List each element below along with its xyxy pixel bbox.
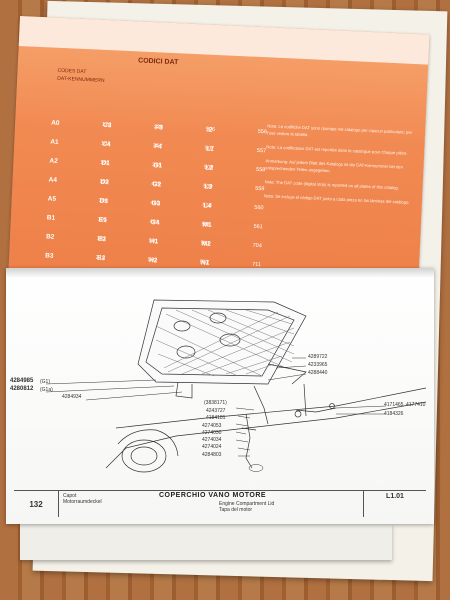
part-number: 4284934 <box>62 394 82 400</box>
part-number: (3838171) <box>204 400 227 406</box>
top-page-line-1: CODES DAT <box>57 67 87 76</box>
code-key: D1 <box>101 159 110 168</box>
section-names: COPERCHIO VANO MOTORE Capot Motorraumdec… <box>59 491 364 517</box>
code-key: F4 <box>154 143 162 151</box>
part-number: 4288440 <box>308 370 328 376</box>
note-en: Note: The DAT code (digital strip) is re… <box>264 179 400 191</box>
part-tag: (G1) <box>40 379 50 385</box>
code-value: 561 <box>253 223 263 231</box>
part-number: 4177410 <box>406 402 426 408</box>
part-number: 4184181 <box>206 415 226 421</box>
code-key: G4 <box>150 219 160 227</box>
code-key: M2 <box>201 240 212 248</box>
page-number: 132 <box>14 491 59 517</box>
code-key: L1 <box>205 145 214 153</box>
top-page-title: CODICI DAT <box>137 57 179 67</box>
part-number: 4274053 <box>202 423 222 429</box>
white-diagram-page: 4284985 (G1) 4280812 (G1a) 4284934 (3838… <box>6 268 434 524</box>
part-number: 4274024 <box>202 444 222 450</box>
part-number: 4243727 <box>206 408 226 414</box>
code-key: B3 <box>44 252 54 260</box>
code-key: L3 <box>204 183 213 191</box>
name-de: Motorraumdeckel <box>63 499 102 505</box>
catalog-lower-edge <box>20 524 392 560</box>
part-number: 4171465 <box>384 402 404 408</box>
part-number: 4274030 <box>202 430 222 436</box>
code-key: F3 <box>154 124 163 132</box>
note-it: Nota: Le codifiche DAT sono riportate ne… <box>266 123 413 138</box>
multilingual-notes: Nota: Le codifiche DAT sono riportate ne… <box>264 122 418 213</box>
code-key: L4 <box>203 202 212 210</box>
note-es: Nota: Se incluye el código DAT junto a c… <box>263 193 410 205</box>
part-number: 4184326 <box>384 411 404 417</box>
name-fr: Capot <box>63 493 77 499</box>
code-key: G3 <box>151 200 161 208</box>
page-footer: 132 COPERCHIO VANO MOTORE Capot Motorrau… <box>14 490 426 517</box>
top-page-line-2: DAT-KENNUMMERN <box>57 75 105 84</box>
name-en: Engine Compartment Lid <box>219 501 275 507</box>
code-key: A1 <box>50 138 59 146</box>
code-key: A0 <box>51 119 60 127</box>
part-number: 4289722 <box>308 354 328 360</box>
code-key: D2 <box>100 178 110 187</box>
part-tag: (G1a) <box>40 387 53 393</box>
code-key: G1 <box>153 162 163 170</box>
code-key: E3 <box>96 254 106 263</box>
section-code: L1.01 <box>386 493 404 500</box>
name-es: Tapa del motor <box>219 507 253 513</box>
code-key: C4 <box>102 140 111 149</box>
code-key: A2 <box>49 157 58 165</box>
code-key: M1 <box>202 221 212 229</box>
code-key: D3 <box>99 197 109 206</box>
code-value: 704 <box>252 242 262 250</box>
part-number: 4280812 <box>10 386 34 392</box>
section-title: COPERCHIO VANO MOTORE <box>159 492 267 499</box>
code-key: C3 <box>102 121 112 130</box>
code-key: B2 <box>45 233 55 241</box>
code-key: H1 <box>149 238 159 246</box>
code-value: 560 <box>254 204 264 212</box>
code-key: E2 <box>97 235 107 244</box>
note-de: Anmerkung: Auf jedem Blatt des Katalogs … <box>265 158 404 174</box>
section-names-right: Engine Compartment Lid Tapa del motor <box>219 501 274 513</box>
code-key: A4 <box>48 176 58 184</box>
code-key: A5 <box>47 195 57 203</box>
code-key: I2 <box>206 126 213 134</box>
note-fr: Note: La codification DAT est reportée d… <box>266 144 408 156</box>
part-number: 4284985 <box>10 378 34 384</box>
engine-lid-exploded-drawing <box>45 299 427 473</box>
code-key: E1 <box>98 216 107 225</box>
code-key: L2 <box>205 164 214 172</box>
code-key: B1 <box>46 214 56 222</box>
part-number: 4284803 <box>202 452 222 458</box>
part-number: 4274034 <box>202 437 222 443</box>
page-gutter-shadow <box>6 268 434 278</box>
part-number: 4233965 <box>308 362 328 368</box>
code-key: G2 <box>152 181 162 189</box>
